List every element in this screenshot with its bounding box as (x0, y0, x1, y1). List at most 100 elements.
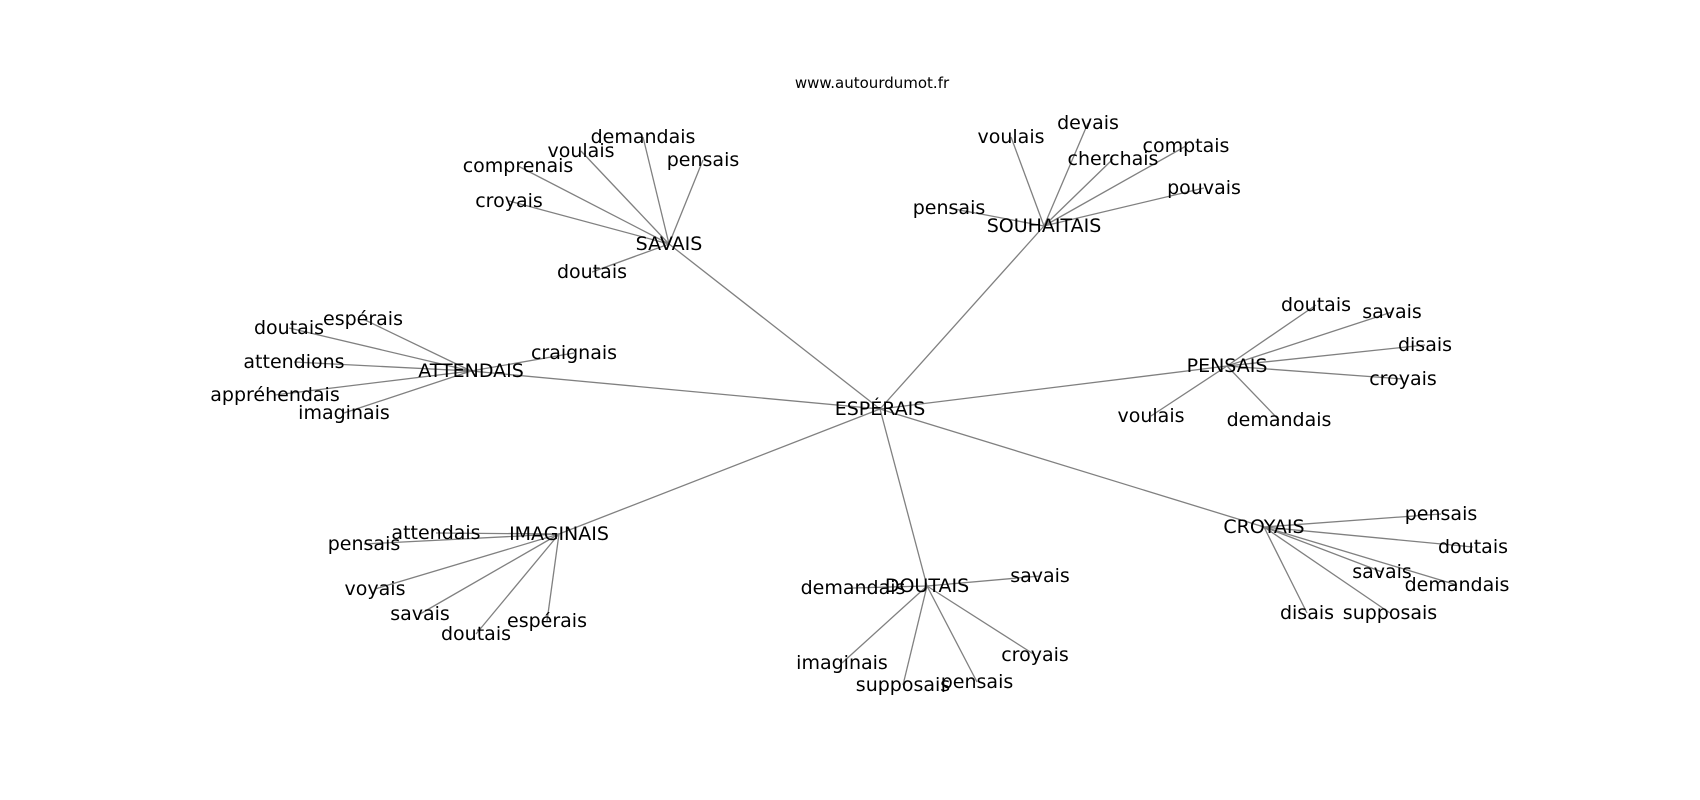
leaf-node: demandais (591, 126, 696, 148)
leaf-node: doutais (254, 317, 324, 339)
edge-croyais-4 (1263, 526, 1308, 614)
edge-doutais-2 (926, 585, 1036, 656)
leaf-node: pensais (941, 671, 1014, 693)
leaf-node: demandais (801, 577, 906, 599)
edge-attendais-1 (288, 327, 472, 372)
leaf-node: savais (390, 603, 450, 625)
leaf-node: croyais (1001, 644, 1069, 666)
edge-pensais-0 (1226, 304, 1317, 367)
leaf-node: craignais (531, 342, 617, 364)
edge-imaginais-4 (475, 533, 560, 635)
edge-souhaitais-0 (1043, 122, 1089, 227)
edge-doutais-0 (852, 585, 928, 589)
leaf-node: demandais (1227, 409, 1332, 431)
leaf-node: espérais (507, 610, 587, 632)
edge-croyais-2 (1263, 526, 1383, 573)
edge-center-croyais (879, 408, 1265, 528)
edge-pensais-1 (1226, 311, 1393, 367)
leaf-node: cherchais (1068, 148, 1159, 170)
edge-doutais-1 (926, 575, 1041, 587)
edge-imaginais-0 (435, 532, 560, 535)
edge-souhaitais-5 (948, 207, 1045, 227)
edge-imaginais-5 (546, 533, 560, 622)
leaf-node: voulais (547, 140, 614, 162)
edge-center-pensais (879, 365, 1228, 410)
leaf-node: doutais (1438, 536, 1508, 558)
edge-center-savais (668, 243, 881, 410)
leaf-node: voulais (1117, 405, 1184, 427)
edge-pensais-3 (1226, 365, 1404, 380)
leaf-node: disais (1280, 602, 1334, 624)
source-label: www.autourdumot.fr (795, 74, 950, 92)
edge-attendais-5 (343, 370, 472, 414)
hub-node: SAVAIS (636, 233, 703, 255)
leaf-node: doutais (1281, 294, 1351, 316)
leaf-node: supposais (856, 674, 950, 696)
leaf-node: doutais (441, 623, 511, 645)
leaf-node: pensais (1405, 503, 1478, 525)
edge-savais-2 (517, 165, 670, 245)
leaf-node: pensais (328, 533, 401, 555)
leaf-node: devais (1057, 112, 1119, 134)
edge-center-doutais (879, 408, 928, 587)
leaf-node: comprenais (463, 155, 574, 177)
leaf-node: comptais (1143, 135, 1230, 157)
edge-doutais-3 (841, 585, 928, 664)
edges-layer (274, 122, 1474, 686)
edge-savais-3 (668, 159, 704, 245)
leaf-node: pensais (667, 149, 740, 171)
leaf-node: savais (1352, 561, 1412, 583)
edge-croyais-0 (1263, 513, 1442, 528)
edge-attendais-4 (274, 370, 472, 396)
leaf-node: croyais (475, 190, 543, 212)
edge-souhaitais-3 (1043, 145, 1187, 227)
edge-imaginais-1 (363, 533, 560, 545)
hub-node: CROYAIS (1223, 516, 1304, 538)
edge-souhaitais-4 (1043, 187, 1205, 227)
edge-doutais-5 (926, 585, 978, 683)
leaf-node: disais (1398, 334, 1452, 356)
edge-center-attendais (470, 370, 881, 410)
edge-pensais-2 (1226, 344, 1426, 367)
edge-center-imaginais (558, 408, 881, 535)
hub-node: ATTENDAIS (418, 360, 524, 382)
center-node: ESPÉRAIS (835, 397, 926, 420)
leaf-node: pouvais (1167, 177, 1241, 199)
leaf-node: attendions (243, 351, 344, 373)
edge-pensais-5 (1226, 365, 1280, 421)
leaf-node: savais (1010, 565, 1070, 587)
hub-node: PENSAIS (1187, 355, 1268, 377)
edge-attendais-2 (470, 352, 575, 372)
leaf-node: supposais (1343, 602, 1437, 624)
leaf-node: espérais (323, 308, 403, 330)
leaf-node: imaginais (796, 652, 888, 674)
labels-layer: ESPÉRAISSAVAISdemandaisvoulaiscomprenais… (210, 112, 1509, 696)
leaf-node: pensais (913, 197, 986, 219)
edge-savais-5 (591, 243, 670, 273)
hub-node: SOUHAITAIS (987, 215, 1102, 237)
edge-attendais-3 (293, 361, 472, 372)
leaf-node: voulais (977, 126, 1044, 148)
edge-imaginais-2 (374, 533, 560, 590)
edge-attendais-0 (362, 318, 472, 372)
leaf-node: appréhendais (210, 384, 340, 406)
edge-croyais-3 (1263, 526, 1458, 586)
leaf-node: croyais (1369, 368, 1437, 390)
edge-doutais-4 (902, 585, 928, 686)
edge-center-souhaitais (879, 225, 1045, 410)
leaf-node: voyais (345, 578, 406, 600)
leaf-node: attendais (391, 522, 480, 544)
leaf-node: savais (1362, 301, 1422, 323)
leaf-node: demandais (1405, 574, 1510, 596)
leaf-node: imaginais (298, 402, 390, 424)
edge-imaginais-3 (419, 533, 560, 615)
leaf-node: doutais (557, 261, 627, 283)
hub-node: DOUTAIS (885, 575, 969, 597)
edge-souhaitais-1 (1010, 136, 1045, 227)
edge-croyais-5 (1263, 526, 1391, 614)
edge-savais-4 (508, 200, 670, 245)
edge-croyais-1 (1263, 526, 1474, 548)
edge-souhaitais-2 (1043, 158, 1114, 227)
edge-savais-1 (580, 150, 670, 245)
